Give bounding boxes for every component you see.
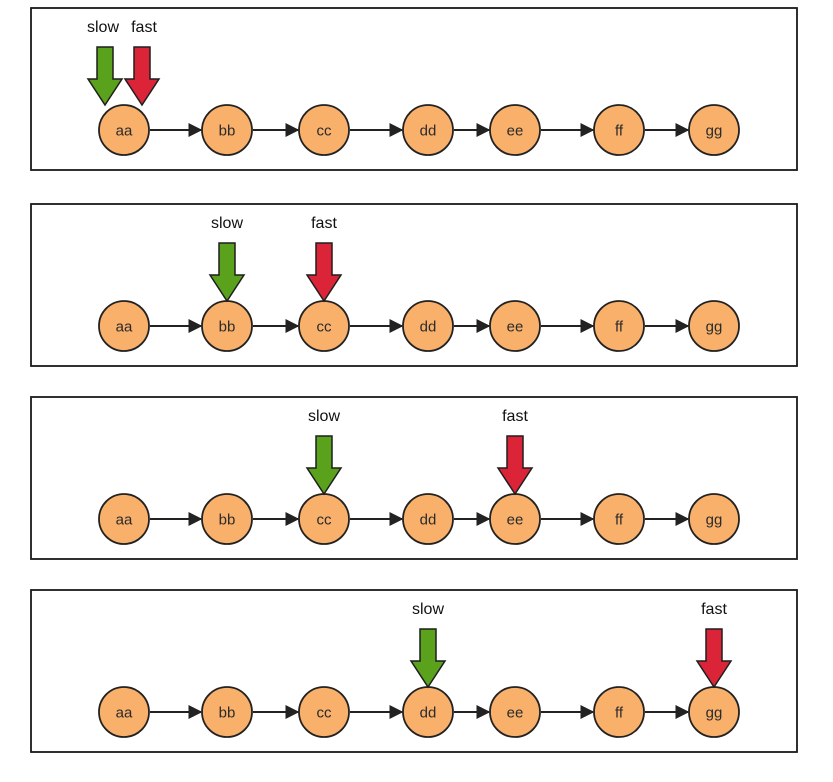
node-circle: [593, 493, 645, 545]
node-circle: [98, 104, 150, 156]
list-node-aa: aa: [98, 104, 150, 156]
list-node-aa: aa: [98, 300, 150, 352]
node-circle: [489, 300, 541, 352]
node-label: ff: [615, 705, 624, 722]
node-label: cc: [317, 512, 333, 529]
node-circle: [688, 104, 740, 156]
list-node-aa: aa: [98, 686, 150, 738]
node-label: aa: [116, 319, 133, 336]
list-node-dd: dd: [402, 300, 454, 352]
list-node-ff: ff: [593, 493, 645, 545]
fast-pointer-label: fast: [131, 19, 157, 36]
slow-pointer-label: slow: [211, 215, 243, 232]
node-circle: [201, 104, 253, 156]
node-circle: [298, 104, 350, 156]
slow-pointer-arrow: [305, 435, 343, 496]
slow-pointer-arrow: [86, 46, 124, 107]
slow-pointer-label: slow: [308, 408, 340, 425]
node-circle: [402, 300, 454, 352]
node-label: bb: [219, 319, 236, 336]
node-label: aa: [116, 705, 133, 722]
node-circle: [688, 300, 740, 352]
list-node-ee: ee: [489, 686, 541, 738]
node-label: dd: [420, 123, 437, 140]
list-node-ee: ee: [489, 300, 541, 352]
list-node-cc: cc: [298, 493, 350, 545]
fast-pointer-label: fast: [311, 215, 337, 232]
node-label: dd: [420, 512, 437, 529]
fast-pointer-label: fast: [701, 601, 727, 618]
node-label: cc: [317, 705, 333, 722]
list-node-gg: gg: [688, 686, 740, 738]
node-label: ee: [507, 123, 524, 140]
node-label: gg: [706, 705, 723, 722]
list-node-cc: cc: [298, 686, 350, 738]
node-label: ee: [507, 705, 524, 722]
node-label: aa: [116, 512, 133, 529]
node-circle: [402, 104, 454, 156]
step-panel-3: aa bb cc dd ee ff gg slow fast: [30, 396, 798, 560]
fast-pointer-arrow: [695, 628, 733, 689]
node-circle: [201, 493, 253, 545]
node-label: ff: [615, 123, 624, 140]
node-label: ff: [615, 512, 624, 529]
step-panel-2: aa bb cc dd ee ff gg slow fast: [30, 203, 798, 367]
fast-pointer-arrow: [305, 242, 343, 303]
node-circle: [298, 686, 350, 738]
list-node-bb: bb: [201, 493, 253, 545]
node-circle: [201, 686, 253, 738]
node-label: dd: [420, 319, 437, 336]
node-label: cc: [317, 123, 333, 140]
list-node-aa: aa: [98, 493, 150, 545]
list-node-bb: bb: [201, 300, 253, 352]
node-circle: [98, 300, 150, 352]
node-label: gg: [706, 319, 723, 336]
list-node-ff: ff: [593, 300, 645, 352]
node-label: ff: [615, 319, 624, 336]
node-circle: [593, 300, 645, 352]
node-label: aa: [116, 123, 133, 140]
node-circle: [98, 686, 150, 738]
node-circle: [593, 104, 645, 156]
list-node-dd: dd: [402, 686, 454, 738]
step-panel-4: aa bb cc dd ee ff gg slow fast: [30, 589, 798, 753]
fast-pointer-label: fast: [502, 408, 528, 425]
node-circle: [688, 493, 740, 545]
list-node-ff: ff: [593, 686, 645, 738]
node-label: dd: [420, 705, 437, 722]
node-label: ee: [507, 512, 524, 529]
node-circle: [98, 493, 150, 545]
node-circle: [402, 493, 454, 545]
step-panel-1: aa bb cc dd ee ff gg slow fast: [30, 7, 798, 171]
node-label: gg: [706, 512, 723, 529]
list-node-gg: gg: [688, 104, 740, 156]
slow-pointer-label: slow: [87, 19, 119, 36]
node-label: bb: [219, 123, 236, 140]
list-node-dd: dd: [402, 493, 454, 545]
slow-pointer-arrow: [409, 628, 447, 689]
list-node-dd: dd: [402, 104, 454, 156]
list-node-cc: cc: [298, 104, 350, 156]
node-circle: [593, 686, 645, 738]
node-label: cc: [317, 319, 333, 336]
node-label: ee: [507, 319, 524, 336]
slow-pointer-arrow: [208, 242, 246, 303]
list-node-ee: ee: [489, 493, 541, 545]
fast-pointer-arrow: [496, 435, 534, 496]
node-label: gg: [706, 123, 723, 140]
node-label: bb: [219, 512, 236, 529]
node-circle: [489, 686, 541, 738]
list-node-ff: ff: [593, 104, 645, 156]
fast-pointer-arrow: [123, 46, 161, 107]
list-node-gg: gg: [688, 493, 740, 545]
list-node-cc: cc: [298, 300, 350, 352]
list-node-ee: ee: [489, 104, 541, 156]
list-node-bb: bb: [201, 686, 253, 738]
slow-pointer-label: slow: [412, 601, 444, 618]
node-circle: [489, 104, 541, 156]
list-node-gg: gg: [688, 300, 740, 352]
node-label: bb: [219, 705, 236, 722]
list-node-bb: bb: [201, 104, 253, 156]
